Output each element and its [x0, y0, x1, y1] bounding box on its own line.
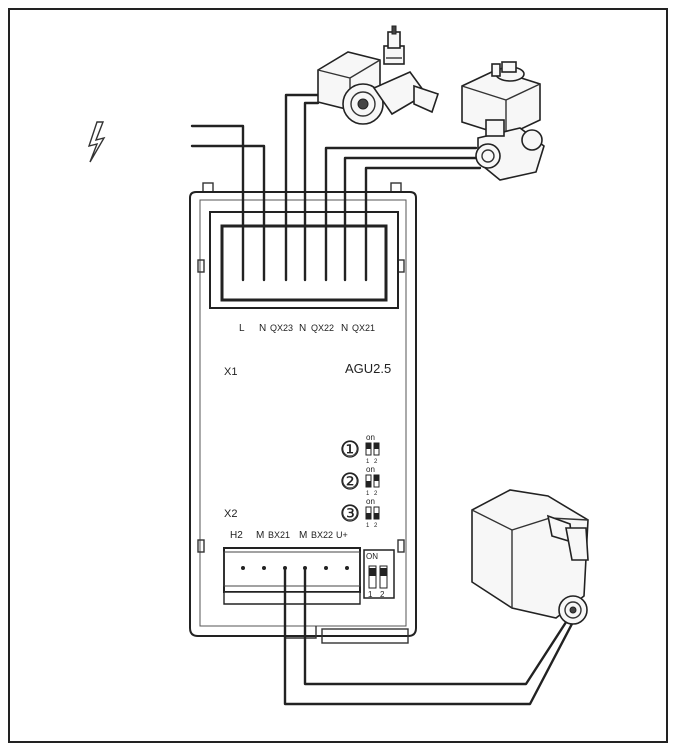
x2-label-bx22: BX22 [311, 530, 333, 540]
example-on-label-2: on [366, 465, 375, 474]
x1-label-l: L [239, 323, 245, 334]
connector-x2-label: X2 [224, 508, 237, 520]
x1-terminal-labels: L N QX23 N QX22 N QX21 [239, 323, 375, 334]
pump-icon [317, 25, 440, 125]
x2-terminal-labels: H2 M BX21 M BX22 U+ [230, 530, 348, 541]
dip-switch-example-3: ③ on 1 2 [341, 497, 380, 529]
valve-actuator-icon [461, 61, 545, 181]
x2-label-m1: M [256, 530, 264, 541]
example-on-label-1: on [366, 433, 375, 442]
dip-block-pos2: 2 [380, 590, 385, 599]
x2-label-h2: H2 [230, 530, 243, 541]
x1-label-qx21: QX21 [352, 323, 375, 333]
example-number-1: ① [341, 439, 359, 461]
example-number-2: ② [341, 471, 359, 493]
power-supply-icon [87, 121, 106, 163]
dip-switch-block: ON 1 2 [363, 549, 395, 599]
x1-label-qx23: QX23 [270, 323, 293, 333]
x1-label-n1: N [259, 323, 266, 334]
example-number-3: ③ [341, 503, 359, 525]
dip-block-on-label: ON [366, 552, 378, 561]
example-pos2-label-3: 2 [374, 523, 378, 529]
dip-block-pos1: 1 [368, 590, 373, 599]
example-pos1-label-2: 1 [366, 491, 370, 497]
model-label: AGU2.5 [345, 361, 391, 376]
example-on-label-3: on [366, 497, 375, 506]
x1-wires [190, 93, 482, 282]
example-pos1-label-3: 1 [366, 523, 370, 529]
example-pos2-label-1: 2 [374, 459, 378, 465]
x2-label-bx21: BX21 [268, 530, 290, 540]
dip-switch-example-2: ② on 1 2 [341, 465, 380, 497]
connector-x1-label: X1 [224, 366, 237, 378]
x1-label-n3: N [341, 323, 348, 334]
example-pos2-label-2: 2 [374, 491, 378, 497]
x2-label-uplus: U+ [336, 530, 348, 540]
sensor-wires [283, 568, 576, 706]
example-pos1-label-1: 1 [366, 459, 370, 465]
sensor-icon [471, 489, 589, 625]
x2-label-m2: M [299, 530, 307, 541]
dip-switch-example-1: ① on 1 2 [341, 433, 380, 465]
x1-label-n2: N [299, 323, 306, 334]
x2-terminal-block [223, 547, 361, 605]
x1-label-qx22: QX22 [311, 323, 334, 333]
